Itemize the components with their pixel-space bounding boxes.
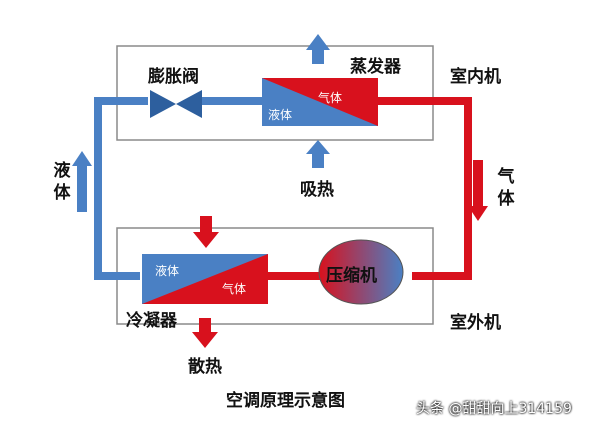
evaporator-label: 蒸发器 — [350, 57, 401, 77]
release-heat-label: 散热 — [188, 357, 222, 377]
liquid-pipe — [94, 97, 148, 280]
expansion-valve-icon — [150, 90, 202, 118]
evaporator-liquid-text: 液体 — [268, 108, 293, 122]
condenser-gas-text: 气体 — [222, 282, 247, 296]
evaporator-gas-text: 气体 — [318, 91, 343, 105]
heat-out-down-arrow-icon — [192, 318, 218, 348]
condenser-box — [142, 254, 268, 304]
absorb-heat-label: 吸热 — [300, 180, 334, 200]
outdoor-unit-label: 室外机 — [450, 313, 501, 333]
condenser-label: 冷凝器 — [126, 311, 177, 331]
heat-in-down-arrow-icon — [193, 216, 219, 248]
indoor-unit-label: 室内机 — [450, 67, 501, 87]
caption: 空调原理示意图 — [226, 391, 345, 411]
gas-pipe — [378, 97, 472, 280]
watermark: 头条 @甜甜向上314159 — [416, 401, 572, 417]
up-arrow-icon — [306, 34, 330, 64]
liquid-up-arrow-icon — [72, 151, 92, 212]
condenser-liquid-text: 液体 — [155, 264, 180, 278]
liquid-side-label: 液体 — [53, 161, 71, 203]
gas-side-label: 气体 — [497, 167, 515, 209]
absorb-up-arrow-icon — [306, 140, 330, 168]
expansion-valve-label: 膨胀阀 — [148, 67, 199, 87]
compressor-label: 压缩机 — [326, 266, 377, 286]
evaporator-box — [262, 78, 378, 126]
gas-down-arrow-icon — [468, 160, 488, 221]
compressor-ellipse — [318, 239, 404, 305]
indoor-unit-frame — [116, 45, 434, 141]
